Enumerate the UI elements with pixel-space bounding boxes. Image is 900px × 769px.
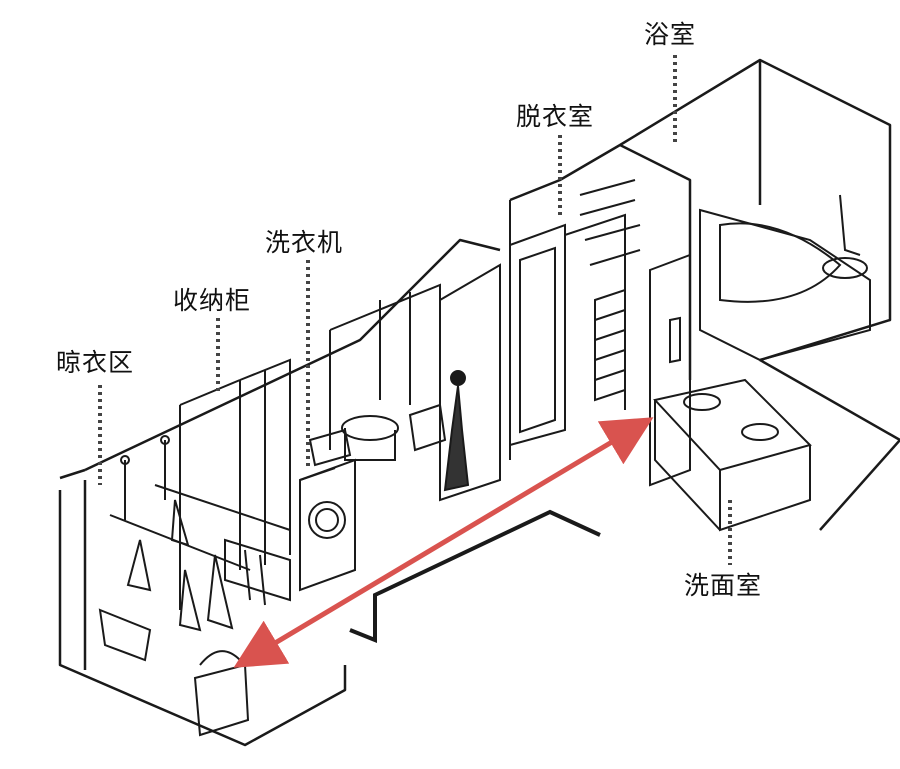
label-bathroom: 浴室 bbox=[644, 20, 697, 49]
storage-cabinet bbox=[224, 358, 291, 606]
bathtub bbox=[699, 194, 871, 362]
dressing-room bbox=[509, 179, 641, 460]
label-drying-area: 晾衣区 bbox=[56, 348, 135, 377]
doorway-person bbox=[408, 263, 501, 502]
label-dressing-room: 脱衣室 bbox=[516, 102, 595, 131]
label-washing-machine: 洗衣机 bbox=[265, 228, 344, 257]
laundry-basket bbox=[193, 650, 250, 737]
washroom-counter bbox=[649, 253, 812, 532]
washing-machine bbox=[299, 428, 356, 592]
label-storage-cabinet: 收纳柜 bbox=[173, 286, 252, 315]
circulation-arrow bbox=[233, 417, 654, 668]
label-leaders bbox=[98, 55, 732, 565]
drying-area-structure bbox=[98, 379, 291, 662]
label-washroom: 洗面室 bbox=[684, 571, 763, 600]
